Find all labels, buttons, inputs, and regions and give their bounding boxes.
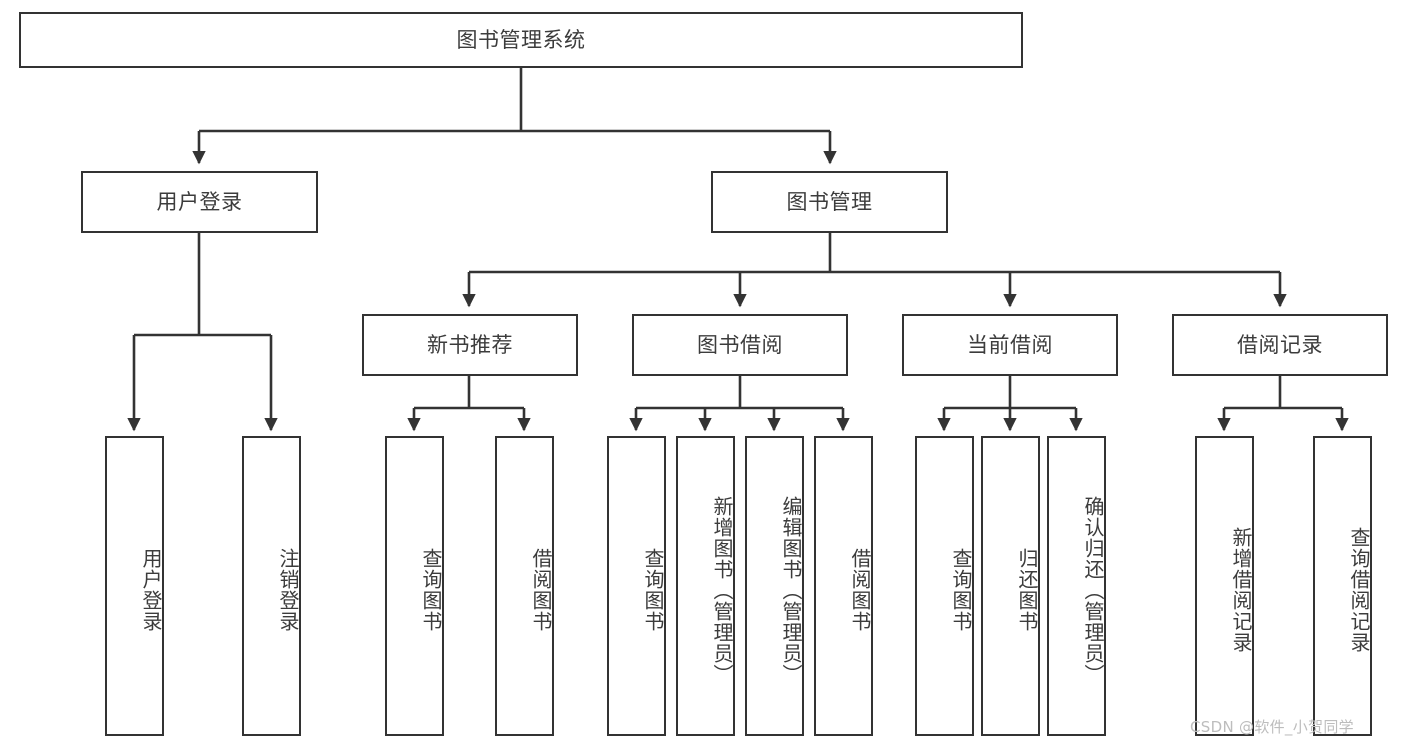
leaf-book-borrow-borrow-book[interactable]: 借阅图书 bbox=[814, 436, 873, 736]
node-label: 借阅图书 bbox=[529, 548, 553, 632]
node-label: 图书管理 bbox=[786, 189, 873, 214]
node-user-login[interactable]: 用户登录 bbox=[81, 171, 318, 233]
node-borrow-record[interactable]: 借阅记录 bbox=[1172, 314, 1388, 376]
leaf-current-borrow-confirm-return-admin[interactable]: 确认归还（管理员） bbox=[1047, 436, 1106, 736]
node-label: 图书管理系统 bbox=[456, 27, 586, 52]
node-new-book-recommend[interactable]: 新书推荐 bbox=[362, 314, 578, 376]
leaf-book-borrow-query-book[interactable]: 查询图书 bbox=[607, 436, 666, 736]
watermark: CSDN @软件_小贺同学 bbox=[1190, 718, 1354, 736]
node-label: 新增借阅记录 bbox=[1229, 527, 1253, 653]
leaf-new-book-query-book[interactable]: 查询图书 bbox=[385, 436, 444, 736]
leaf-borrow-record-query-record[interactable]: 查询借阅记录 bbox=[1313, 436, 1372, 736]
node-label: 查询图书 bbox=[641, 548, 665, 632]
node-book-borrow[interactable]: 图书借阅 bbox=[632, 314, 848, 376]
node-label: 当前借阅 bbox=[967, 332, 1053, 357]
node-label: 用户登录 bbox=[156, 189, 243, 214]
leaf-book-borrow-edit-book-admin[interactable]: 编辑图书（管理员） bbox=[745, 436, 804, 736]
node-root-book-management-system[interactable]: 图书管理系统 bbox=[19, 12, 1023, 68]
leaf-current-borrow-query-book[interactable]: 查询图书 bbox=[915, 436, 974, 736]
node-book-management[interactable]: 图书管理 bbox=[711, 171, 948, 233]
leaf-user-login-logout[interactable]: 注销登录 bbox=[242, 436, 301, 736]
node-current-borrow[interactable]: 当前借阅 bbox=[902, 314, 1118, 376]
node-label: 用户登录 bbox=[139, 548, 163, 632]
node-label: 确认归还（管理员） bbox=[1081, 495, 1105, 685]
node-label: 新书推荐 bbox=[427, 332, 513, 357]
node-label: 借阅图书 bbox=[848, 548, 872, 632]
node-label: 归还图书 bbox=[1015, 548, 1039, 632]
node-label: 注销登录 bbox=[276, 548, 300, 632]
node-label: 查询图书 bbox=[949, 548, 973, 632]
leaf-book-borrow-add-book-admin[interactable]: 新增图书（管理员） bbox=[676, 436, 735, 736]
node-label: 查询借阅记录 bbox=[1347, 527, 1371, 653]
leaf-current-borrow-return-book[interactable]: 归还图书 bbox=[981, 436, 1040, 736]
node-label: 新增图书（管理员） bbox=[710, 495, 734, 685]
leaf-borrow-record-add-record[interactable]: 新增借阅记录 bbox=[1195, 436, 1254, 736]
node-label: 编辑图书（管理员） bbox=[779, 495, 803, 685]
leaf-user-login-login[interactable]: 用户登录 bbox=[105, 436, 164, 736]
node-label: 图书借阅 bbox=[697, 332, 783, 357]
node-label: 借阅记录 bbox=[1237, 332, 1323, 357]
leaf-new-book-borrow-book[interactable]: 借阅图书 bbox=[495, 436, 554, 736]
node-label: 查询图书 bbox=[419, 548, 443, 632]
